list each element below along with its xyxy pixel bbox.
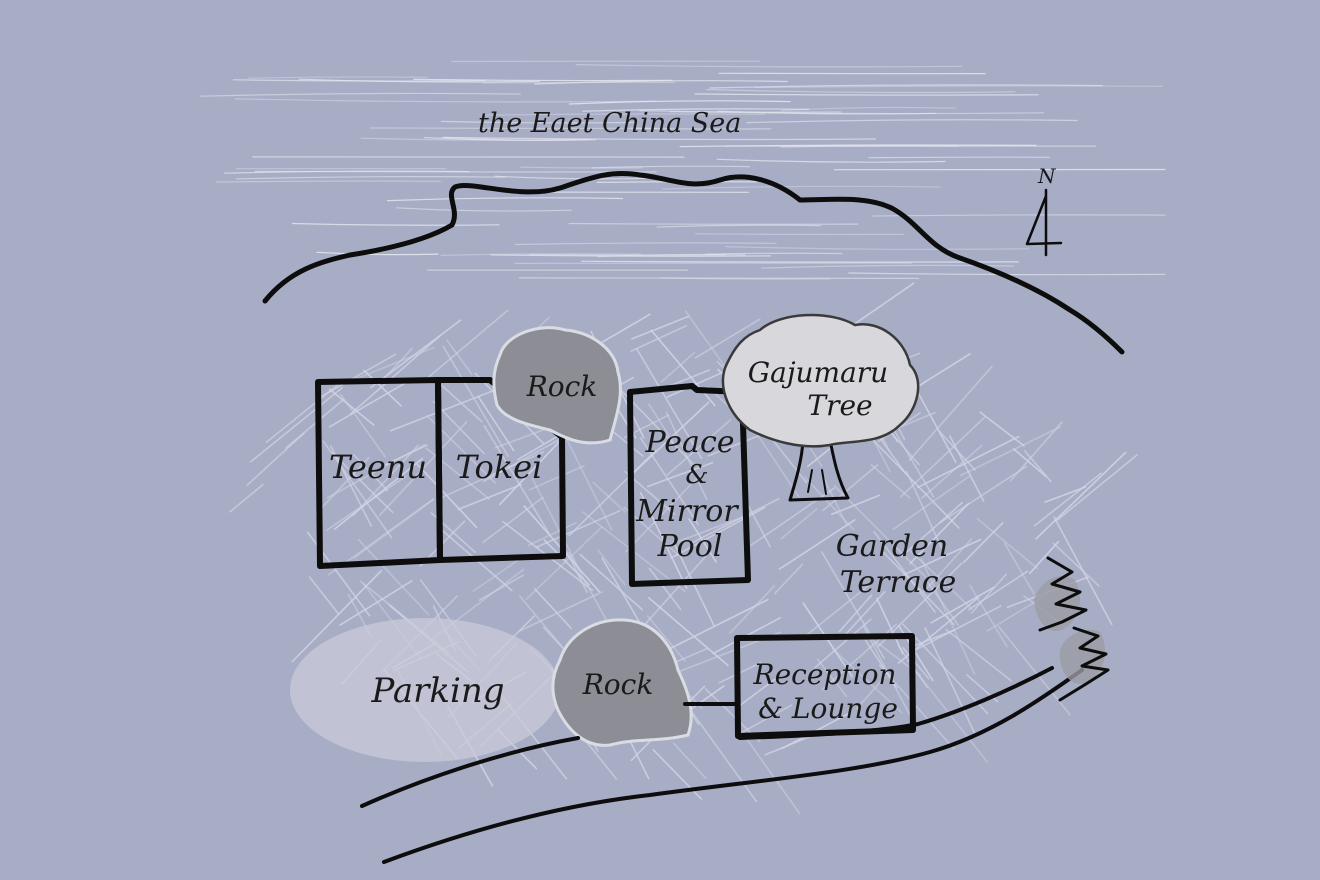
garden-label-line-2: Terrace (840, 565, 957, 600)
building-teenu-label: Teenu (329, 448, 427, 486)
rock-north-label: Rock (526, 370, 598, 403)
peace-label-line-1: Peace (644, 425, 734, 460)
parking-area (290, 618, 560, 762)
tree-label-line-1: Gajumaru (748, 356, 888, 389)
shrubs (1034, 556, 1110, 702)
reception-label-line-1: Reception (753, 658, 897, 691)
gajumaru-tree: Gajumaru Tree (721, 313, 920, 502)
north-arrow: N (1025, 164, 1063, 257)
road-inner-edge-east (738, 666, 1054, 740)
tree-trunk-icon (788, 438, 850, 502)
garden-label-line-1: Garden (836, 529, 948, 564)
sea-waves (200, 60, 1166, 280)
road-outer-edge (382, 668, 1084, 864)
peace-label-line-3: Mirror (635, 494, 739, 529)
tree-canopy (721, 313, 920, 448)
building-peace-mirror-pool: Peace & Mirror Pool (627, 383, 751, 587)
sea-label: the Eaet China Sea (478, 108, 741, 139)
rock-north: Rock (492, 326, 622, 445)
north-marker-label: N (1037, 164, 1057, 188)
peace-label-line-2: & (685, 460, 708, 490)
tree-label-line-2: Tree (807, 389, 872, 422)
building-tokei-label: Tokei (456, 448, 543, 486)
building-tokei: Tokei (435, 377, 566, 563)
rock-south: Rock (551, 618, 693, 747)
coastline (262, 170, 1125, 355)
reception-label-line-2: & Lounge (758, 692, 898, 725)
peace-label-line-4: Pool (657, 529, 723, 564)
building-reception-lounge: Reception & Lounge (734, 633, 916, 739)
rock-south-label: Rock (582, 668, 654, 701)
road-inner-edge (360, 736, 580, 808)
parking-label: Parking (370, 671, 504, 711)
north-arrow-icon (1025, 188, 1063, 257)
